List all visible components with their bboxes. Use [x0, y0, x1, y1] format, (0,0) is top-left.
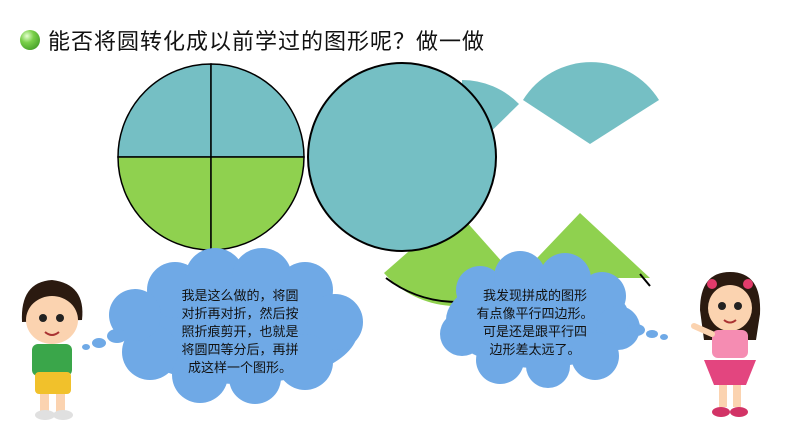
bubble-left-text: 我是这么做的，将圆 对折再对折，然后按 照折痕剪开，也就是 将圆四等分后，再拼 … [160, 288, 320, 378]
boy-character [21, 280, 83, 420]
sector-teal-b [523, 62, 659, 144]
bubble-left-line-1: 我是这么做的，将圆 [181, 289, 299, 304]
bubble-left-line-5: 成这样一个图形。 [187, 361, 292, 376]
green-bullet-icon [20, 30, 40, 50]
large-circle [307, 62, 497, 252]
bubble-right-line-4: 边形差太远了。 [489, 343, 581, 358]
quarter-bottom-left [117, 156, 212, 251]
outline-right-edge [639, 273, 651, 287]
thought-cloud-right [440, 251, 668, 388]
quarter-top-left [117, 63, 212, 158]
page-title: 能否将圆转化成以前学过的图形呢？做一做 [48, 30, 486, 55]
thought-cloud-left [82, 248, 363, 404]
bubble-right-line-1: 我发现拼成的图形 [482, 289, 587, 304]
bubble-left-line-2: 对折再对折，然后按 [181, 307, 299, 322]
girl-character [691, 272, 761, 417]
title-row: 能否将圆转化成以前学过的图形呢？做一做 [20, 24, 485, 56]
bubble-right-line-2: 有点像平行四边形。 [476, 307, 594, 322]
quartered-circle [117, 63, 305, 251]
quarter-top-right [210, 63, 305, 158]
quarter-bottom-right [210, 156, 305, 251]
bubble-right-text: 我发现拼成的图形 有点像平行四边形。 可是还是跟平行四 边形差太远了。 [470, 288, 600, 360]
bubble-left-line-4: 将圆四等分后，再拼 [181, 343, 299, 358]
bubble-left-line-3: 照折痕剪开，也就是 [181, 325, 299, 340]
bubble-right-line-3: 可是还是跟平行四 [482, 325, 587, 340]
